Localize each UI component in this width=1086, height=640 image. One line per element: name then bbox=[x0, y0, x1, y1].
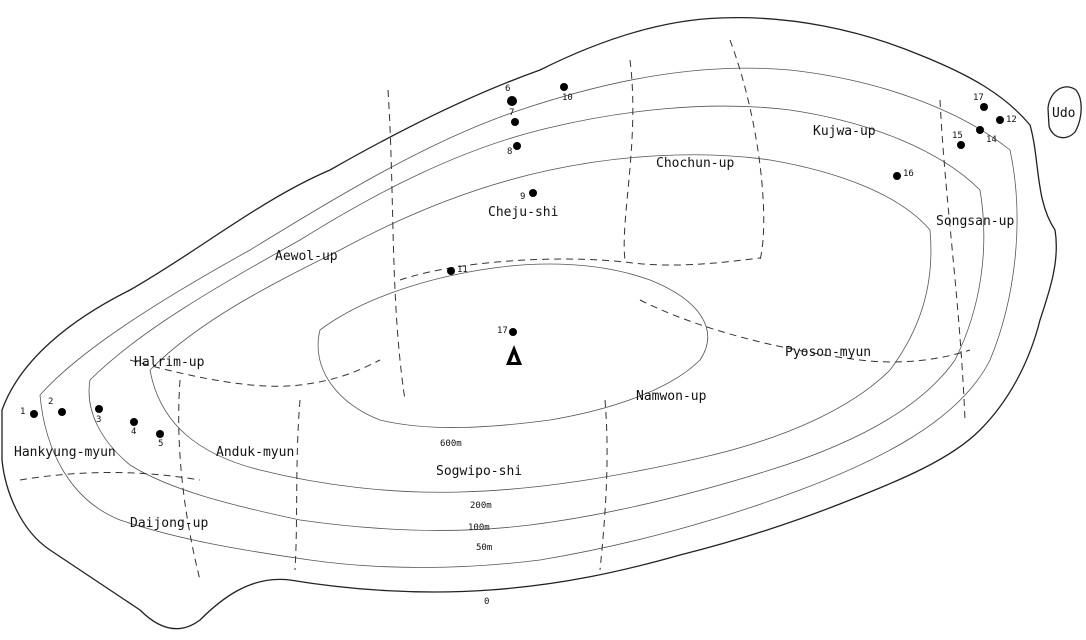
site-dot bbox=[58, 408, 66, 416]
boundary-line bbox=[294, 399, 301, 571]
summit-triangle-inner-icon bbox=[511, 354, 517, 362]
boundary-line bbox=[19, 472, 201, 481]
site-number: 6 bbox=[505, 84, 511, 94]
region-label-pyoson: Pyoson-myun bbox=[785, 345, 872, 360]
site-number: 8 bbox=[507, 147, 513, 157]
region-label-anduk: Anduk-myun bbox=[216, 445, 295, 460]
contour-label-600m: 600m bbox=[440, 439, 462, 449]
site-number: 1 bbox=[20, 407, 26, 417]
site-number: 7 bbox=[509, 108, 515, 118]
contour-label-100m: 100m bbox=[468, 523, 490, 533]
site-number: 14 bbox=[986, 135, 997, 145]
site-dot bbox=[511, 118, 519, 126]
site-number: 12 bbox=[1006, 115, 1017, 125]
boundary-line bbox=[129, 359, 381, 387]
contour-label-200m: 200m bbox=[470, 501, 492, 511]
region-label-chochun: Chochun-up bbox=[656, 156, 735, 171]
site-number: 11 bbox=[457, 265, 468, 275]
site-dot bbox=[893, 172, 901, 180]
site-dot bbox=[996, 116, 1004, 124]
region-label-halrim: Halrim-up bbox=[134, 355, 205, 370]
site-number: 2 bbox=[48, 397, 54, 407]
region-label-aewol: Aewol-up bbox=[275, 249, 338, 264]
site-number: 5 bbox=[158, 439, 164, 449]
site-number: 4 bbox=[131, 427, 137, 437]
contour-600m-line bbox=[317, 263, 709, 428]
site-dot bbox=[156, 430, 164, 438]
boundary-line bbox=[639, 299, 971, 363]
site-dot bbox=[980, 103, 988, 111]
site-number: 10 bbox=[562, 93, 573, 103]
boundary-line bbox=[178, 379, 201, 581]
site-dot bbox=[507, 96, 517, 106]
boundary-line bbox=[729, 39, 765, 261]
site-dot bbox=[957, 141, 965, 149]
site-dot bbox=[95, 405, 103, 413]
region-label-songsan: Songsan-up bbox=[936, 214, 1015, 229]
site-number: 16 bbox=[903, 169, 914, 179]
site-dot bbox=[30, 410, 38, 418]
coastline bbox=[1, 16, 1057, 630]
region-label-namwon: Namwon-up bbox=[636, 389, 707, 404]
region-label-sogwipo: Sogwipo-shi bbox=[436, 464, 523, 479]
site-dot bbox=[509, 328, 517, 336]
site-number: 15 bbox=[952, 131, 963, 141]
site-dot bbox=[513, 142, 521, 150]
boundary-line bbox=[399, 257, 761, 281]
contour-100m-line bbox=[88, 105, 985, 531]
boundary-line bbox=[599, 399, 608, 571]
site-number: 17 bbox=[973, 93, 984, 103]
contour-label-50m: 50m bbox=[476, 543, 493, 553]
contour-200m-line bbox=[149, 154, 932, 493]
site-dot bbox=[560, 83, 568, 91]
contour-50m-line bbox=[39, 67, 1018, 568]
site-dot bbox=[976, 126, 984, 134]
region-label-kujwa: Kujwa-up bbox=[813, 124, 876, 139]
region-label-daijong: Daijong-up bbox=[130, 516, 209, 531]
site-number: 17 bbox=[497, 326, 508, 336]
region-label-hankyung: Hankyung-myun bbox=[14, 445, 116, 460]
stray-mark: 0 bbox=[484, 597, 490, 607]
region-label-udo: Udo bbox=[1052, 106, 1076, 121]
boundary-line bbox=[387, 89, 406, 401]
boundary-line bbox=[939, 99, 966, 421]
boundary-line bbox=[623, 59, 634, 261]
site-number: 3 bbox=[96, 415, 102, 425]
site-number: 9 bbox=[520, 192, 526, 202]
site-dot bbox=[130, 418, 138, 426]
udo-island-coast bbox=[1047, 86, 1082, 139]
region-label-cheju: Cheju-shi bbox=[488, 205, 559, 220]
site-dot bbox=[447, 267, 455, 275]
site-dot bbox=[529, 189, 537, 197]
